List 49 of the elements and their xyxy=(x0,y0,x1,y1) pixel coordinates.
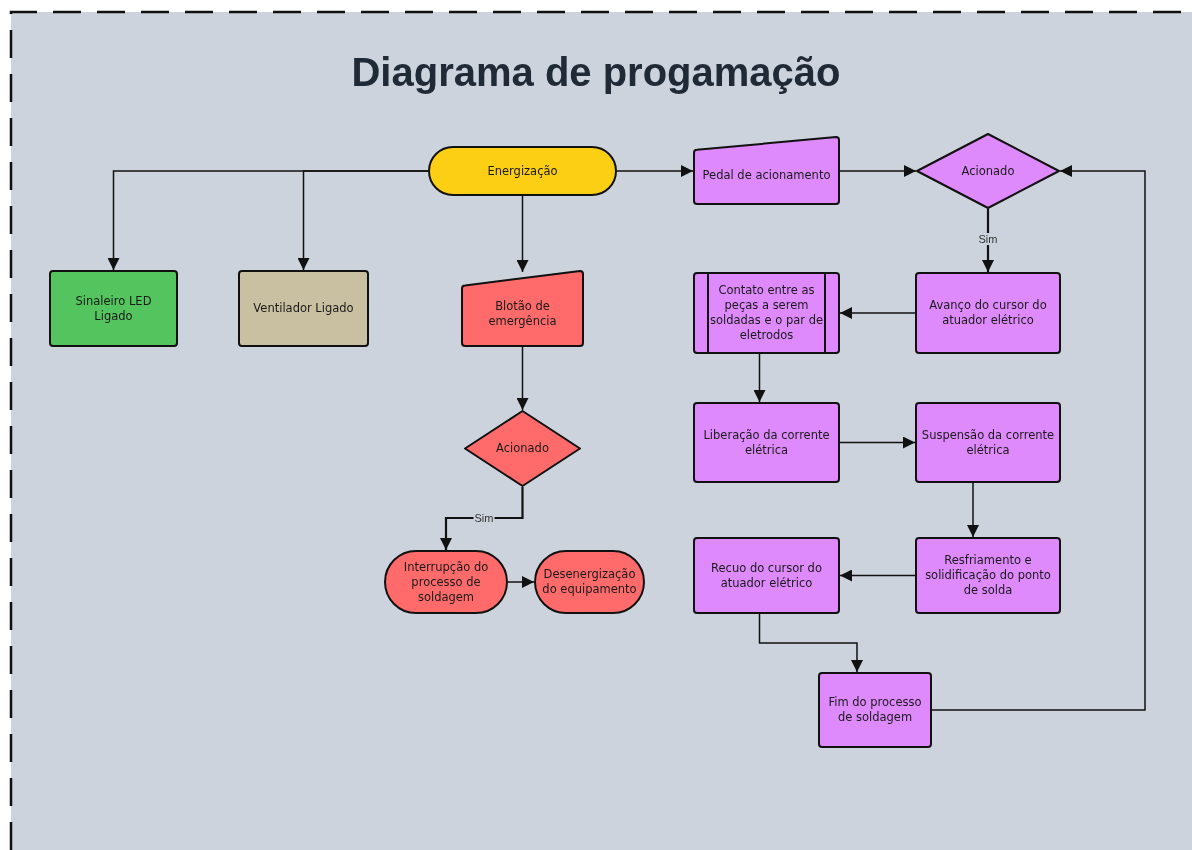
arrow xyxy=(516,195,529,273)
process-box xyxy=(49,270,178,347)
arrow xyxy=(616,165,694,177)
arrow xyxy=(507,576,535,588)
arrow xyxy=(297,170,429,271)
node-label: Sinaleiro LED Ligado xyxy=(74,293,153,324)
arrow xyxy=(758,613,863,673)
arrow xyxy=(516,346,529,411)
edge-label: Sim xyxy=(977,233,999,245)
terminal-box xyxy=(534,550,645,614)
node-label: Blotão de emergência xyxy=(487,298,558,329)
node-label: Suspensão da corrente elétrica xyxy=(921,427,1055,458)
node-label: Energização xyxy=(487,163,558,179)
process-box xyxy=(915,537,1061,614)
node-label: Desenergização do equipamento xyxy=(541,567,638,597)
node-label: Recuo do cursor do atuador elétrico xyxy=(710,560,823,591)
arrow xyxy=(839,307,916,319)
node-label: Liberação da corrente elétrica xyxy=(702,427,831,458)
node-label: Pedal de acionamento xyxy=(702,168,831,183)
process-box xyxy=(915,272,1061,354)
terminal-box xyxy=(384,550,508,614)
process-box xyxy=(238,270,369,347)
arrow xyxy=(839,165,917,177)
manual-input-box xyxy=(461,270,584,347)
edge-label: Sim xyxy=(473,512,495,524)
node-label: Acionado xyxy=(496,441,549,456)
node-label: Interrupção do processo de soldagem xyxy=(402,559,490,605)
process-box xyxy=(693,537,840,614)
node-label: Resfriamento e solidificação do ponto de solda xyxy=(924,553,1052,598)
node-label: Contato entre as peças a serem soldadas e o par de eletrodos xyxy=(709,283,824,343)
arrow xyxy=(839,436,916,449)
node-label: Acionado xyxy=(961,163,1015,179)
node-label: Avanço do cursor do atuador elétrico xyxy=(928,298,1048,328)
process-box xyxy=(818,672,932,748)
node-label: Ventilador Ligado xyxy=(253,301,354,316)
start-terminal xyxy=(428,146,617,196)
arrow xyxy=(982,209,994,272)
process-box xyxy=(915,402,1061,483)
node-label: Fim do processo de soldagem xyxy=(827,695,923,725)
arrow xyxy=(753,353,766,403)
subprocess-box xyxy=(693,272,840,354)
decision-diamond xyxy=(464,410,581,487)
process-box xyxy=(693,402,840,483)
arrow xyxy=(839,569,916,582)
manual-input-box xyxy=(693,136,840,205)
diagram-title: Diagrama de progamação xyxy=(351,50,841,94)
decision-diamond xyxy=(916,133,1060,209)
arrow xyxy=(967,482,979,538)
arrow xyxy=(931,165,1146,711)
